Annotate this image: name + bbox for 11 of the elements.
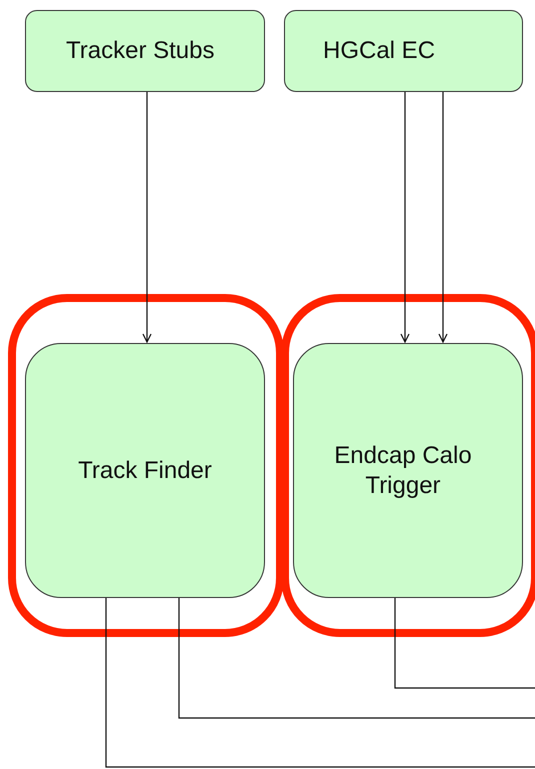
- arrow: [438, 92, 448, 343]
- node-label: Tracker Stubs: [66, 36, 214, 66]
- source-box: [284, 10, 523, 92]
- process-box: [25, 343, 265, 598]
- arrow: [400, 92, 410, 343]
- node-label: HGCal EC: [323, 36, 436, 66]
- arrow: [142, 92, 152, 343]
- process-box: [293, 343, 523, 598]
- source-box: [25, 10, 265, 92]
- node-label: Track Finder: [78, 456, 212, 486]
- node-label: Endcap Calo Trigger: [333, 440, 473, 500]
